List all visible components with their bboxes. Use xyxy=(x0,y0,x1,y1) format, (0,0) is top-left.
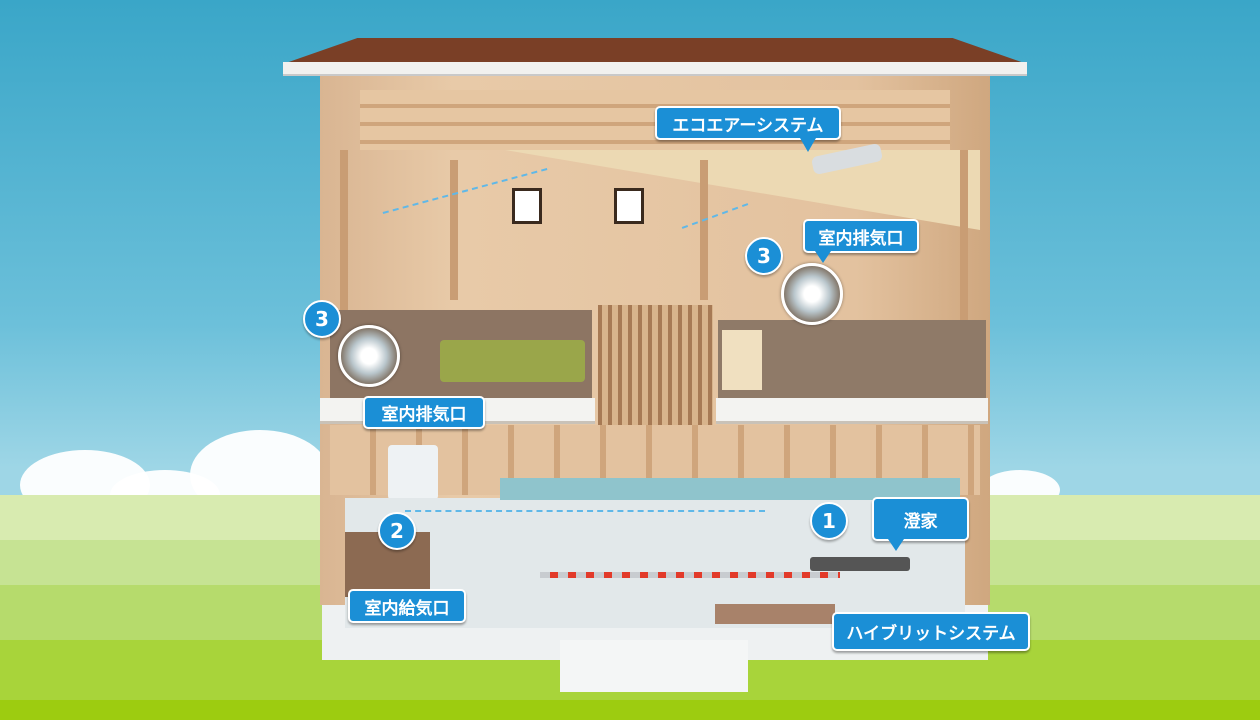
callout-tail xyxy=(888,539,904,551)
label-supply: 室内給気口 xyxy=(348,589,466,623)
marker-2: 2 xyxy=(378,512,416,550)
roof xyxy=(283,38,1027,64)
marker-1: 1 xyxy=(810,502,848,540)
callout-tail xyxy=(800,138,816,152)
callout-tail xyxy=(815,251,831,263)
duct xyxy=(540,572,840,578)
bathtub xyxy=(388,445,438,500)
sumika-unit xyxy=(810,557,910,571)
grass xyxy=(0,700,1260,720)
entrance-step xyxy=(560,640,748,692)
desk xyxy=(722,330,762,390)
bed xyxy=(440,340,585,382)
roof-fascia xyxy=(283,62,1027,76)
floor-slab xyxy=(716,398,988,424)
floor-board xyxy=(715,604,835,624)
upper-floor-right xyxy=(718,320,986,400)
marker-3-right: 3 xyxy=(745,237,783,275)
underfloor-water xyxy=(500,478,960,500)
exhaust-vent-right xyxy=(781,263,843,325)
airflow-arrow xyxy=(405,510,765,512)
marker-3-left: 3 xyxy=(303,300,341,338)
exhaust-vent-left xyxy=(338,325,400,387)
label-eco-air-system: エコエアーシステム xyxy=(655,106,841,140)
label-exhaust-right: 室内排気口 xyxy=(803,219,919,253)
label-sumika: 澄家 xyxy=(872,497,969,541)
label-hybrid-system: ハイブリットシステム xyxy=(832,612,1030,651)
label-exhaust-left: 室内排気口 xyxy=(363,396,485,429)
window xyxy=(614,188,644,224)
window xyxy=(512,188,542,224)
